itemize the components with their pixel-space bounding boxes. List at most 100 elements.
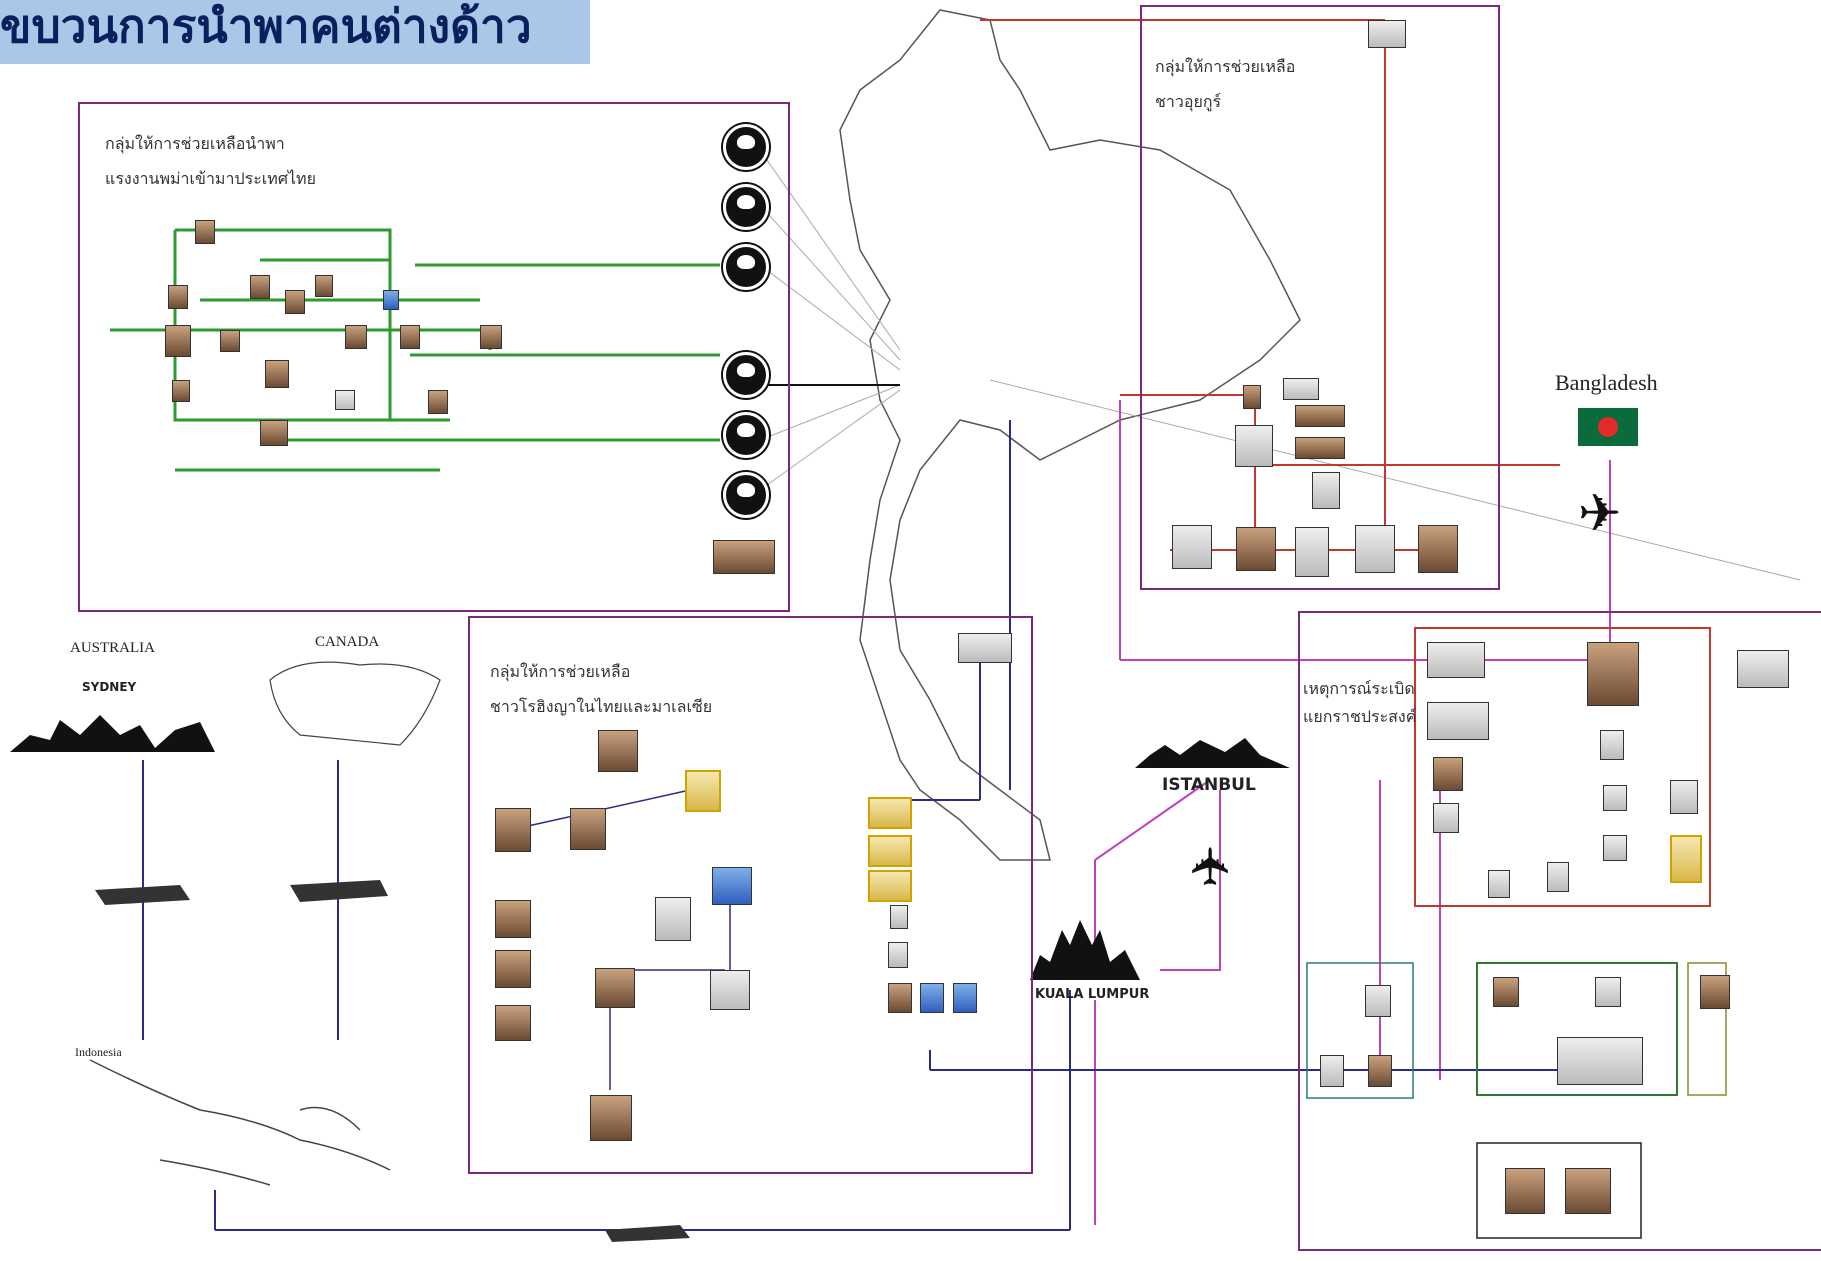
anonymous-person-icon [723,124,769,170]
suspect-photo [888,983,912,1013]
suspect-photo [400,325,420,349]
ship-left [95,885,190,905]
suspect-photo [168,285,188,309]
anonymous-person-icon [723,412,769,458]
uyghur-group-label-1: กลุ่มให้การช่วยเหลือ [1155,57,1296,76]
suspect-photo [1587,642,1639,706]
ship-right [290,880,388,902]
rohingya-group-box [468,616,1033,1174]
suspect-photo [285,290,305,314]
document-photo [958,633,1012,663]
suspect-photo [315,275,333,297]
suspect-box-black [1476,1142,1642,1239]
suspect-photo [195,220,215,244]
suspect-photo [570,808,606,850]
kuala-lumpur-skyline [1030,920,1165,980]
burmese-group-box [78,102,790,612]
suspect-photo [250,275,270,299]
sydney-skyline [10,715,215,752]
indonesia-label: Indonesia [75,1045,122,1059]
suspect-photo [480,325,502,349]
anonymous-person-icon [723,244,769,290]
suspect-photo [1172,525,1212,569]
ship-bottom [605,1225,690,1242]
indonesia-map [89,1059,391,1186]
suspect-photo [1243,385,1261,409]
suspect-photo [1547,862,1569,892]
suspect-photo [655,897,691,941]
document-photo [1427,642,1485,678]
page-title: ขบวนการนำพาคนต่างด้าว [0,0,532,53]
suspect-photo [1433,803,1459,833]
burmese-group-label-2: แรงงานพม่าเข้ามาประเทศไทย [105,169,316,188]
document-photo [685,770,721,812]
bombing-group-label-1: เหตุการณ์ระเบิด [1303,679,1415,698]
bangladesh-label: Bangladesh [1555,370,1658,395]
suspect-photo [1368,1055,1392,1087]
suspect-photo [335,390,355,410]
uyghur-group-box [1140,5,1500,590]
rohingya-group-label-1: กลุ่มให้การช่วยเหลือ [490,662,631,681]
suspect-photo [890,905,908,929]
anonymous-person-icon [723,184,769,230]
suspect-box-green [1476,962,1678,1096]
suspect-photo [595,968,635,1008]
suspect-photo [1433,757,1463,791]
kuala-lumpur-label: KUALA LUMPUR [1035,987,1150,1002]
anonymous-person-icon [723,352,769,398]
suspect-photo [1418,525,1458,573]
bombing-inner-box [1414,627,1711,907]
airplane-icon: ✈ [1181,844,1242,888]
document-photo [868,870,912,902]
suspect-photo [1236,527,1276,571]
suspect-photo [1603,835,1627,861]
burmese-group-label-1: กลุ่มให้การช่วยเหลือนำพา [105,134,285,153]
australia-label: AUSTRALIA [70,640,155,656]
suspect-photo [1295,405,1345,427]
suspect-photo [383,290,399,310]
istanbul-label: ISTANBUL [1162,775,1256,795]
suspect-photo [220,330,240,352]
thailand-map [839,9,1301,861]
bombing-group-box [1298,611,1821,1251]
suspect-photo [1312,472,1340,509]
document-photo [1283,378,1319,400]
document-photo [1557,1037,1643,1085]
anonymous-person-icon [723,472,769,518]
suspect-photo [345,325,367,349]
rohingya-group-label-2: ชาวโรฮิงญาในไทยและมาเลเซีย [490,697,713,716]
bombing-group-label-2: แยกราชประสงค์ [1303,707,1417,726]
suspect-photo [888,942,908,968]
document-photo [868,797,912,829]
suspect-photo [495,1005,531,1041]
suspect-box-teal [1306,962,1414,1099]
document-photo [1295,527,1329,577]
suspect-photo [713,540,775,574]
suspect-photo [1365,985,1391,1017]
suspect-photo [920,983,944,1013]
suspect-photo [1600,730,1624,760]
suspect-photo [1670,835,1702,883]
suspect-photo [1670,780,1698,814]
suspect-photo [598,730,638,772]
bangladesh-flag [1578,408,1638,446]
suspect-photo [1565,1168,1611,1214]
suspect-photo [495,808,531,852]
suspect-photo [172,380,190,402]
suspect-photo [1488,870,1510,898]
suspect-photo [590,1095,632,1141]
suspect-photo [1295,437,1345,459]
document-photo [868,835,912,867]
suspect-photo [265,360,289,388]
suspect-photo [165,325,191,357]
suspect-photo [428,390,448,414]
document-photo [712,867,752,905]
title-banner [0,0,590,64]
canada-map [269,661,441,746]
suspect-photo [1700,975,1730,1009]
document-photo [1235,425,1273,467]
suspect-photo [953,983,977,1013]
suspect-photo [1355,525,1395,573]
suspect-photo [710,970,750,1010]
